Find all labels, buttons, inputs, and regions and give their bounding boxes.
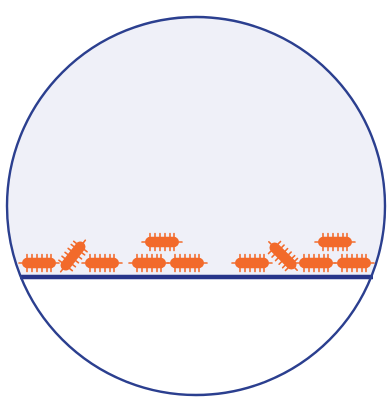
upper-region [7,17,385,277]
outer-circle [5,15,387,397]
